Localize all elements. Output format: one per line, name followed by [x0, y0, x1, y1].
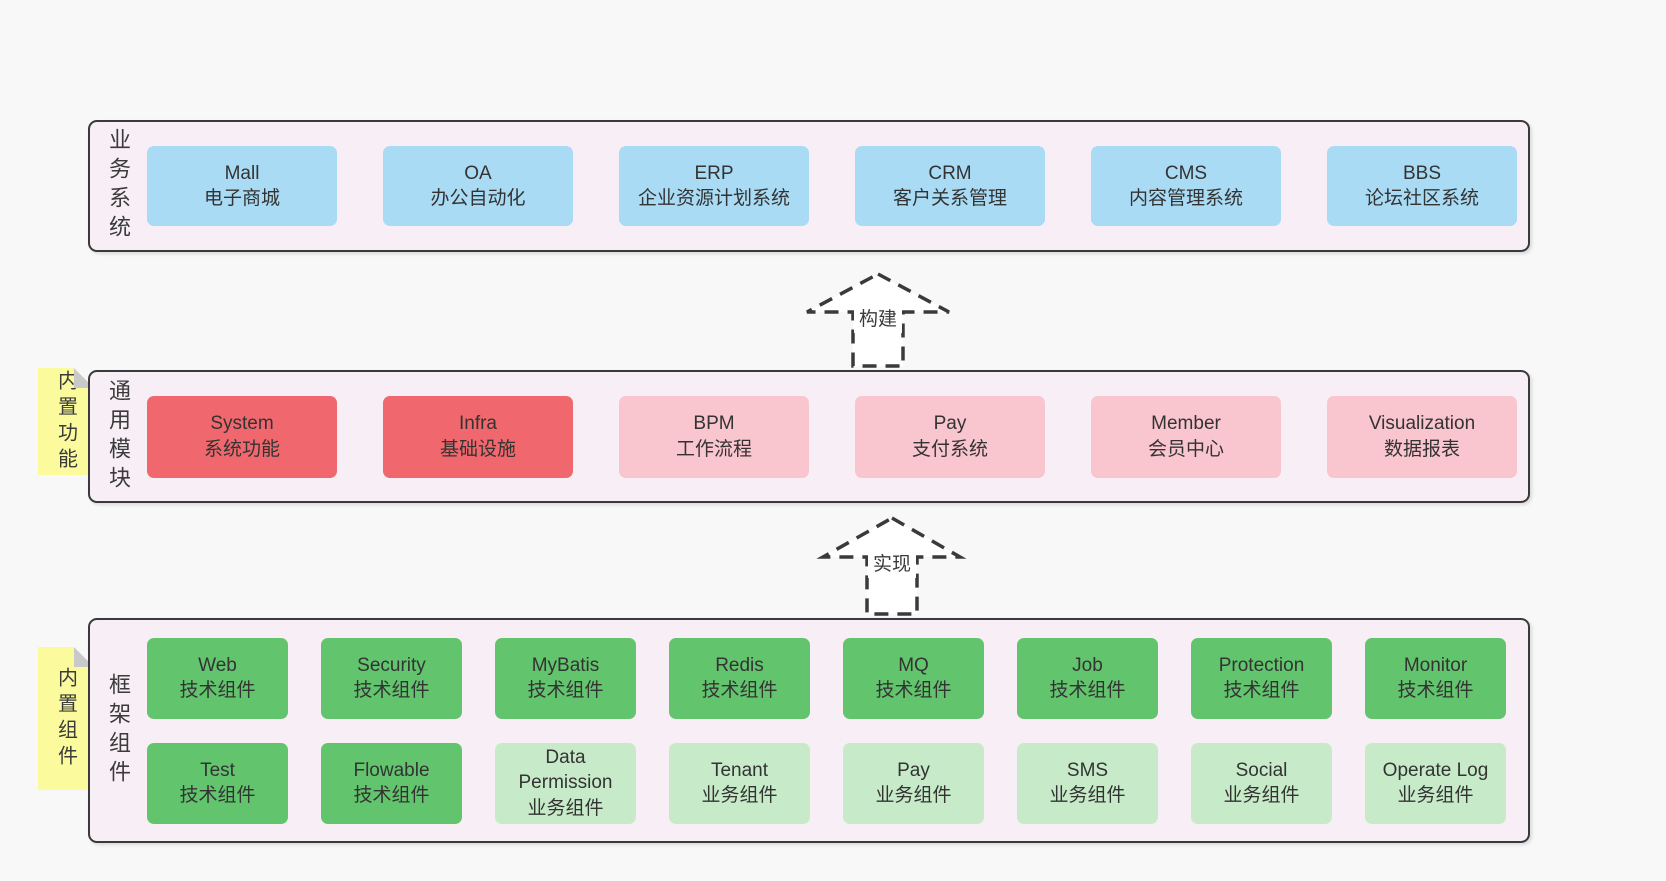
box-title: OA: [464, 162, 492, 184]
box-title: BPM: [693, 413, 735, 435]
box-subtitle: 业务组件: [701, 785, 778, 806]
box-title: Data Permission: [518, 747, 613, 794]
box-subtitle: 技术组件: [353, 680, 430, 701]
box-security: Security 技术组件: [321, 637, 462, 719]
box-cms: CMS 内容管理系统: [1091, 146, 1281, 226]
box-subtitle: 电子商城: [203, 188, 280, 209]
box-title: Pay: [933, 413, 967, 435]
box-title: Member: [1151, 413, 1221, 435]
section-label-common-modules: 通用模块: [106, 378, 131, 495]
box-title: Tenant: [710, 759, 769, 781]
box-title: CMS: [1164, 162, 1208, 184]
box-subtitle: 企业资源计划系统: [637, 188, 790, 209]
box-title: Operate Log: [1382, 759, 1489, 781]
box-title: Visualization: [1368, 413, 1476, 435]
panel-common-modules: 通用模块 System 系统功能 Infra 基础设施 BPM 工作流程 Pay…: [88, 370, 1530, 503]
box-title: Mall: [224, 162, 260, 184]
box-subtitle: 技术组件: [1223, 680, 1300, 701]
box-subtitle: 基础设施: [439, 438, 516, 460]
box-title: Test: [200, 759, 235, 781]
box-subtitle: 论坛社区系统: [1364, 188, 1479, 209]
box-subtitle: 技术组件: [1397, 680, 1474, 701]
box-title: Monitor: [1403, 654, 1468, 676]
arrow-label-build: 构建: [853, 307, 903, 333]
box-mq: MQ 技术组件: [843, 637, 984, 719]
box-test: Test 技术组件: [147, 742, 288, 824]
box-title: BBS: [1402, 162, 1442, 184]
box-title: MyBatis: [531, 654, 600, 676]
note-label: 内置组件: [54, 666, 77, 771]
box-monitor: Monitor 技术组件: [1365, 637, 1506, 719]
box-title: Infra: [458, 413, 498, 435]
box-subtitle: 业务组件: [1397, 785, 1474, 806]
box-subtitle: 工作流程: [675, 438, 752, 460]
section-label-framework-components: 框架组件: [106, 672, 131, 789]
note-built-in-features: 内置功能: [38, 368, 94, 475]
box-pay-module: Pay 支付系统: [855, 395, 1045, 478]
box-title: ERP: [694, 162, 734, 184]
box-title: Redis: [715, 654, 764, 676]
note-label: 内置功能: [54, 369, 77, 474]
section-label-business-systems: 业务系统: [106, 128, 131, 244]
box-social: Social 业务组件: [1191, 742, 1332, 824]
panel-framework-components: 框架组件 Web 技术组件 Security 技术组件 MyBatis 技术组件…: [88, 618, 1530, 843]
common-modules-boxes: System 系统功能 Infra 基础设施 BPM 工作流程 Pay 支付系统…: [147, 395, 1517, 478]
box-web: Web 技术组件: [147, 637, 288, 719]
box-title: System: [210, 413, 274, 435]
box-sms: SMS 业务组件: [1017, 742, 1158, 824]
box-infra: Infra 基础设施: [383, 395, 573, 478]
box-system: System 系统功能: [147, 395, 337, 478]
box-job: Job 技术组件: [1017, 637, 1158, 719]
arrow-label-implement: 实现: [867, 552, 917, 578]
box-protection: Protection 技术组件: [1191, 637, 1332, 719]
box-flowable: Flowable 技术组件: [321, 742, 462, 824]
box-subtitle: 办公自动化: [430, 188, 526, 209]
box-subtitle: 技术组件: [527, 680, 604, 701]
box-operate-log: Operate Log 业务组件: [1365, 742, 1506, 824]
box-subtitle: 客户关系管理: [892, 188, 1007, 209]
box-mall: Mall 电子商城: [147, 146, 337, 226]
box-title: Protection: [1218, 654, 1305, 676]
box-subtitle: 会员中心: [1147, 438, 1224, 460]
box-subtitle: 业务组件: [1049, 785, 1126, 806]
box-subtitle: 业务组件: [527, 797, 604, 819]
box-subtitle: 内容管理系统: [1128, 188, 1243, 209]
box-subtitle: 技术组件: [875, 680, 952, 701]
box-title: Web: [198, 654, 237, 676]
box-crm: CRM 客户关系管理: [855, 146, 1045, 226]
box-tenant: Tenant 业务组件: [669, 742, 810, 824]
box-title: Job: [1072, 654, 1103, 676]
box-subtitle: 业务组件: [875, 785, 952, 806]
box-subtitle: 系统功能: [203, 438, 280, 460]
framework-components-grid: Web 技术组件 Security 技术组件 MyBatis 技术组件 Redi…: [147, 637, 1506, 824]
box-subtitle: 技术组件: [701, 680, 778, 701]
box-bpm: BPM 工作流程: [619, 395, 809, 478]
business-systems-boxes: Mall 电子商城 OA 办公自动化 ERP 企业资源计划系统 CRM 客户关系…: [147, 146, 1517, 226]
box-title: Social: [1235, 759, 1288, 781]
box-subtitle: 技术组件: [179, 680, 256, 701]
box-subtitle: 支付系统: [911, 438, 988, 460]
box-subtitle: 数据报表: [1383, 438, 1460, 460]
box-title: Security: [357, 654, 426, 676]
note-built-in-components: 内置组件: [38, 647, 94, 790]
box-pay-component: Pay 业务组件: [843, 742, 984, 824]
box-title: Flowable: [353, 759, 430, 781]
box-mybatis: MyBatis 技术组件: [495, 637, 636, 719]
box-data-permission: Data Permission 业务组件: [495, 742, 636, 824]
box-redis: Redis 技术组件: [669, 637, 810, 719]
box-erp: ERP 企业资源计划系统: [619, 146, 809, 226]
box-bbs: BBS 论坛社区系统: [1327, 146, 1517, 226]
box-title: MQ: [898, 654, 929, 676]
box-subtitle: 业务组件: [1223, 785, 1300, 806]
box-visualization: Visualization 数据报表: [1327, 395, 1517, 478]
box-member: Member 会员中心: [1091, 395, 1281, 478]
panel-business-systems: 业务系统 Mall 电子商城 OA 办公自动化 ERP 企业资源计划系统 CRM…: [88, 120, 1530, 252]
box-oa: OA 办公自动化: [383, 146, 573, 226]
box-title: Pay: [897, 759, 930, 781]
box-title: SMS: [1066, 759, 1109, 781]
box-subtitle: 技术组件: [353, 785, 430, 806]
box-subtitle: 技术组件: [1049, 680, 1126, 701]
box-subtitle: 技术组件: [179, 785, 256, 806]
box-title: CRM: [928, 162, 972, 184]
